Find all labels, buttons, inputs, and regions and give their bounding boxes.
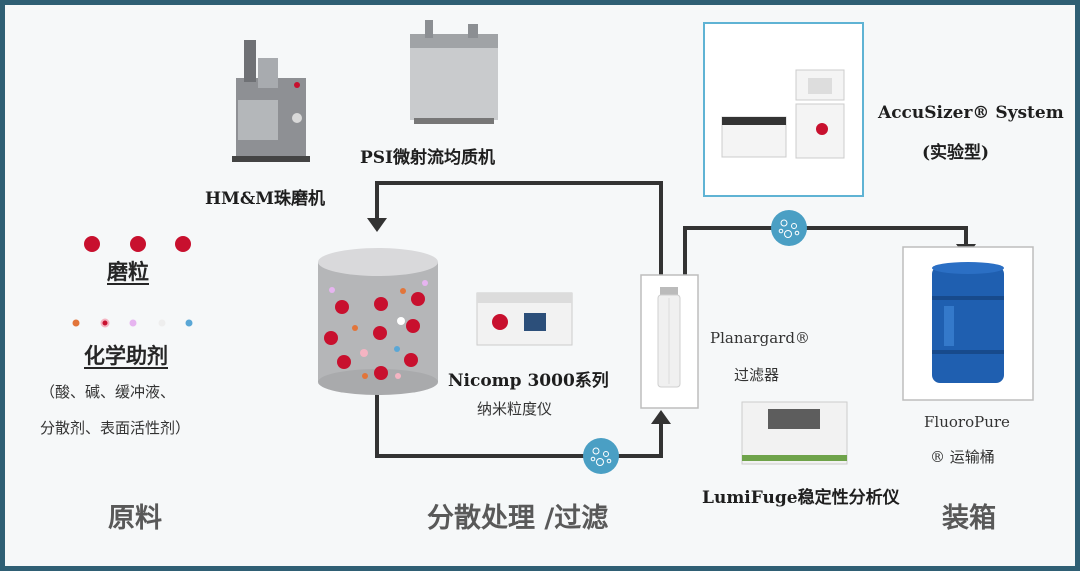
chemicals-title: 化学助剂	[84, 344, 168, 368]
bead-mill-image	[232, 40, 310, 162]
chemical-dots	[72, 318, 193, 328]
microfluidizer-image	[410, 20, 498, 124]
nicomp-label-line2: 纳米粒度仪	[477, 400, 553, 418]
sensor-bubble-icon	[583, 438, 619, 474]
bead-mill-label: HM&M珠磨机	[205, 189, 326, 209]
stage-label-raw: 原料	[108, 503, 162, 534]
stage-label-process: 分散处理 /过滤	[427, 503, 609, 534]
drum-image	[932, 262, 1004, 383]
recirculation-line-bottom	[375, 392, 663, 458]
fluoropure-label-line1: FluoroPure	[924, 413, 1010, 431]
output-line	[683, 226, 968, 275]
nicomp-label-line1: Nicomp 3000系列	[448, 371, 609, 391]
recirculation-line-top	[375, 181, 663, 275]
filter-cartridge-image	[657, 287, 681, 388]
stage-label-pack: 装箱	[942, 503, 996, 534]
chemicals-detail-line2: 分散剂、表面活性剂）	[40, 419, 191, 437]
planargard-label-line2: 过滤器	[734, 366, 780, 384]
arrow-down-icon	[367, 218, 387, 232]
arrow-up-icon	[651, 410, 671, 424]
planargard-label-line1: Planargard®	[710, 329, 810, 347]
chemicals-detail-line1: （酸、碱、缓冲液、	[40, 383, 176, 401]
accusizer-label-line1: AccuSizer® System	[878, 103, 1064, 123]
sensor-bubble-icon	[771, 210, 807, 246]
grinding-beads	[84, 236, 191, 252]
microfluidizer-label: PSI微射流均质机	[360, 148, 496, 168]
lumifuge-image	[741, 401, 848, 465]
accusizer-image	[721, 69, 845, 159]
accusizer-label-line2: (实验型)	[922, 143, 990, 163]
grinding-beads-title: 磨粒	[107, 260, 149, 284]
lumifuge-label: LumiFuge稳定性分析仪	[702, 488, 900, 508]
mixing-tank	[318, 248, 438, 395]
fluoropure-label-line2: ® 运输桶	[930, 448, 995, 466]
nicomp-image	[476, 292, 573, 346]
